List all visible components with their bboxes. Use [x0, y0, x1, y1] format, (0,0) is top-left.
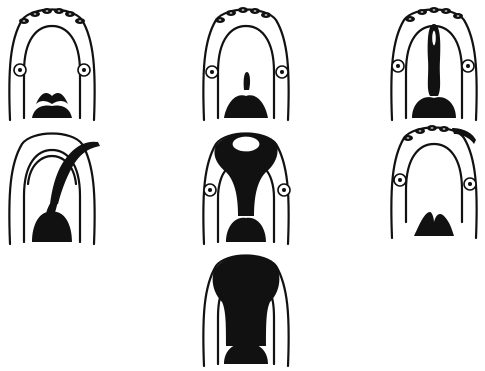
gland-right	[278, 184, 290, 196]
palatogram-panel-5	[196, 124, 296, 248]
palatogram-panel-1	[2, 0, 102, 124]
contact-gap	[232, 136, 260, 152]
contact-gap	[432, 30, 437, 46]
palatogram-panel-7	[196, 246, 296, 370]
gland-right	[462, 60, 474, 72]
palatogram-panel-2	[196, 0, 296, 124]
gland-left	[392, 60, 404, 72]
gland-left	[14, 64, 26, 76]
gland-left	[204, 184, 216, 196]
palatogram-panel-3	[384, 0, 484, 124]
contact-area	[244, 72, 250, 90]
gland-right	[276, 66, 288, 78]
gland-left	[206, 66, 218, 78]
gland-right	[78, 64, 90, 76]
gland-left	[394, 174, 406, 186]
palatogram-panel-4	[2, 124, 102, 248]
gland-right	[464, 178, 476, 190]
palatogram-panel-6	[384, 118, 484, 242]
